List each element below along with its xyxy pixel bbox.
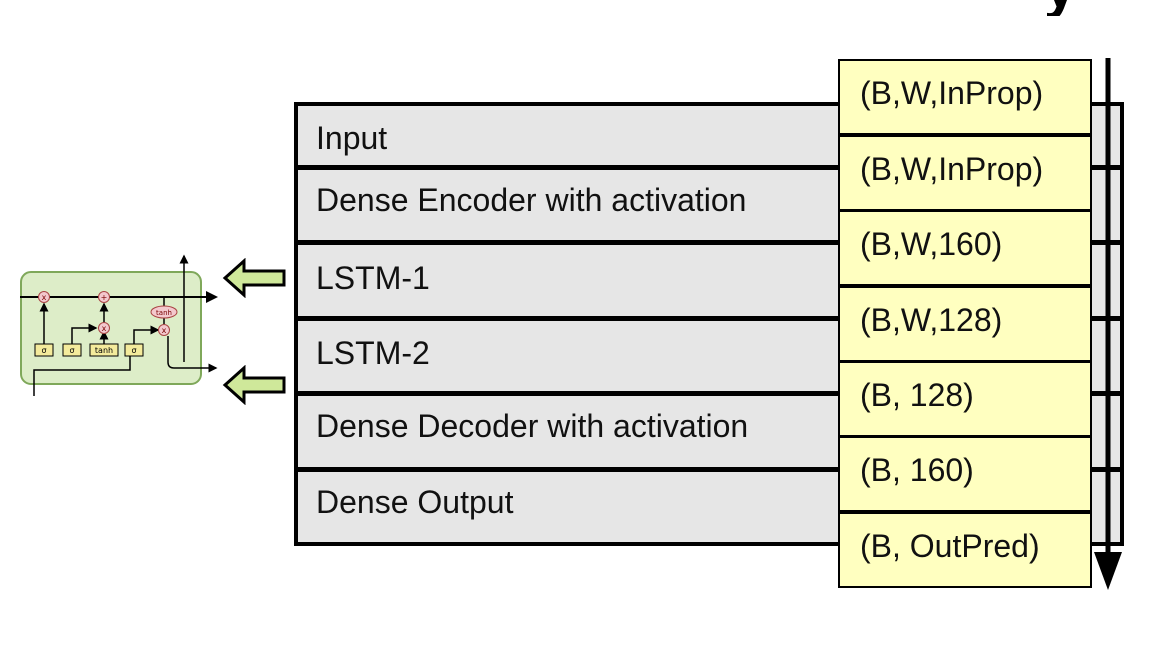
- layer-label-lstm-1: LSTM-1: [316, 260, 430, 296]
- op-glyph: x: [42, 293, 47, 302]
- input-gate-box: [62, 343, 82, 357]
- data-flow-arrow: [1094, 58, 1122, 590]
- forget-gate-box: [34, 343, 54, 357]
- lstm-1-link-arrow-icon: [222, 258, 286, 298]
- op-glyph: x: [102, 324, 107, 333]
- gate-label: σ: [69, 346, 74, 355]
- tensor-shape-cell: (B, OutPred): [838, 512, 1092, 588]
- lstm-2-link-arrow-icon: [222, 365, 286, 405]
- tensor-shape-cell: (B,W,128): [838, 286, 1092, 362]
- input-gate-link: [71, 323, 98, 344]
- input-multiply-op: [98, 322, 110, 334]
- tensor-shape-label: (B,W,InProp): [860, 151, 1044, 187]
- data-flow-arrow-head: [1094, 552, 1122, 590]
- cropped-title-fragment: y: [1044, 0, 1152, 16]
- layer-label-lstm-2: LSTM-2: [316, 335, 430, 371]
- op-glyph: x: [162, 326, 167, 335]
- layer-dense-decoder: Dense Decoder with activation: [298, 396, 1120, 472]
- hidden-state-line: [167, 336, 218, 373]
- layer-input: Input: [298, 106, 1120, 170]
- tanh-op: [150, 305, 178, 319]
- tensor-shape-cell: (B,W,160): [838, 210, 1092, 286]
- layer-label-dense-output: Dense Output: [316, 484, 514, 520]
- op-glyph: +: [101, 293, 108, 302]
- layer-label-dense-decoder: Dense Decoder with activation: [316, 408, 749, 444]
- tensor-shape-label: (B,W,160): [860, 226, 1003, 262]
- layer-dense-output: Dense Output: [298, 472, 1120, 542]
- gate-label: σ: [41, 346, 46, 355]
- layer-label-input: Input: [316, 120, 388, 156]
- gate-label: tanh: [95, 346, 113, 355]
- tensor-shape-label: (B,W,128): [860, 302, 1003, 338]
- tensor-shape-cell: (B, 160): [838, 436, 1092, 512]
- tensor-shape-cell: (B,W,InProp): [838, 135, 1092, 211]
- candidate-gate-box: [89, 343, 119, 357]
- tensor-shape-cell: (B, 128): [838, 361, 1092, 437]
- tensor-shape-label: (B, OutPred): [860, 528, 1040, 564]
- add-op: [98, 291, 110, 303]
- lstm-cell-diagram: x + x x tanh σ σ tanh σ: [20, 254, 218, 396]
- tensor-shape-label: (B, 128): [860, 377, 974, 413]
- tensor-shape-cell: (B,W,InProp): [838, 59, 1092, 135]
- layer-lstm-2: LSTM-2: [298, 321, 1120, 396]
- layer-dense-encoder: Dense Encoder with activation: [298, 170, 1120, 245]
- output-multiply-op: [158, 324, 170, 336]
- lstm-cell-frame: [20, 271, 202, 385]
- layer-label-dense-encoder: Dense Encoder with activation: [316, 182, 747, 218]
- tanh-op-label: tanh: [156, 309, 172, 317]
- tensor-shape-column: (B,W,InProp) (B,W,InProp) (B,W,160) (B,W…: [838, 59, 1092, 589]
- layer-lstm-1: LSTM-1: [298, 245, 1120, 321]
- output-gate-box: [124, 343, 144, 357]
- forget-multiply-op: [38, 291, 50, 303]
- tensor-shape-label: (B, 160): [860, 452, 974, 488]
- tensor-shape-label: (B,W,InProp): [860, 75, 1044, 111]
- gate-label: σ: [131, 346, 136, 355]
- input-path: [33, 350, 131, 396]
- output-gate-link: [133, 325, 160, 344]
